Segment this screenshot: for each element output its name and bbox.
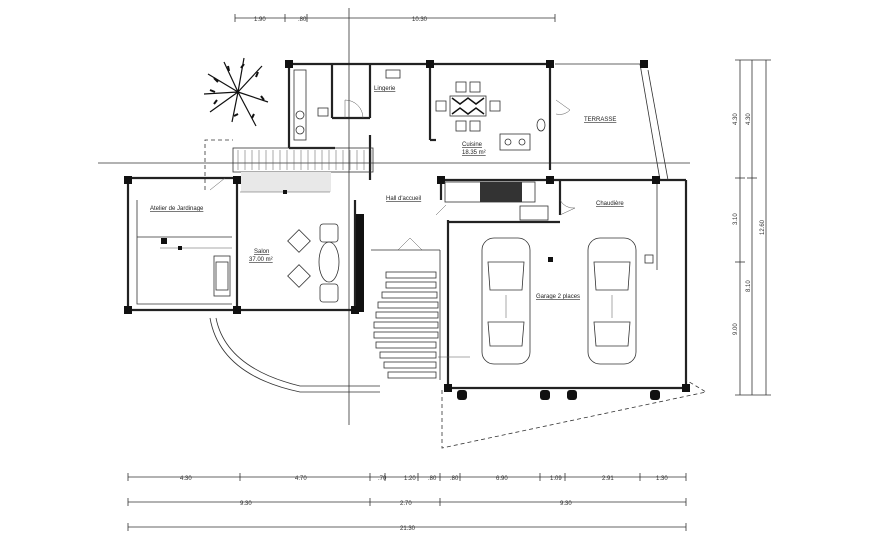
right-dim-inner-mid: 3.10: [733, 213, 739, 225]
top-dimension-line: 1.90 .80 10.30: [234, 14, 556, 23]
bottom-dim-r1-1: 4.30: [180, 476, 192, 482]
kitchen-counter-icon: [444, 181, 549, 221]
front-steps: [373, 271, 439, 379]
dining-table-icon: [435, 81, 501, 132]
car-left-icon: [481, 237, 531, 365]
bottom-dim-r3-1: 21.30: [400, 526, 416, 532]
top-dim-2: .80: [298, 17, 307, 23]
right-dimension-lines: 4.30 3.10 9.00 4.30 8.10 12.60: [733, 59, 771, 396]
driveway-outline: [441, 379, 708, 449]
garage-door-posts: [457, 390, 660, 400]
salon-furniture-icon: [161, 223, 340, 303]
bottom-dim-r1-3: .70: [378, 476, 387, 482]
bottom-dim-r1-2: 4.70: [295, 476, 307, 482]
right-dim-total: 12.60: [760, 219, 766, 235]
bottom-dim-r1-9: 2.91: [602, 476, 614, 482]
top-dim-3: 10.30: [412, 17, 428, 23]
bottom-dim-r2-3: 9.30: [560, 501, 572, 507]
room-label-garage: Garage 2 places: [536, 294, 580, 300]
bottom-dim-r1-6: .80: [450, 476, 459, 482]
room-label-lingerie: Lingerie: [374, 86, 396, 92]
bottom-dim-r1-8: 1.09: [550, 476, 562, 482]
structural-columns: [124, 60, 690, 392]
top-dim-1: 1.90: [254, 17, 266, 23]
room-label-terrasse: TERRASSE: [584, 117, 616, 123]
bottom-dimension-lines: 4.30 4.70 .70 1.20 .80 .80 6.90 1.09 2.9…: [127, 473, 687, 532]
room-label-hall: Hall d'accueil: [386, 196, 421, 202]
room-area-cuisine: 18.35 m²: [462, 150, 486, 156]
curved-walkway: [209, 317, 380, 393]
bottom-dim-r1-7: 6.90: [496, 476, 508, 482]
room-area-salon: 37.00 m²: [249, 257, 273, 263]
bottom-dim-r2-2: 2.70: [400, 501, 412, 507]
right-dim-inner-top: 4.30: [733, 113, 739, 125]
car-right-icon: [587, 237, 637, 365]
room-label-salon: Salon: [254, 249, 269, 255]
door-swings: [209, 99, 576, 380]
right-dim-inner-bot: 9.00: [733, 323, 739, 335]
bottom-dim-r1-5: .80: [428, 476, 437, 482]
laundry-fixtures-icon: [293, 69, 401, 141]
room-label-cuisine: Cuisine: [462, 142, 483, 148]
room-label-chaudiere: Chaudière: [596, 201, 624, 207]
right-dim-outer-top: 4.30: [746, 113, 752, 125]
bottom-dim-r1-10: 1.30: [656, 476, 668, 482]
palm-tree-icon: [203, 57, 269, 127]
entry-stairs: [204, 139, 374, 192]
house-walls: [126, 62, 688, 390]
bottom-dim-r1-4: 1.20: [404, 476, 416, 482]
right-dim-outer-bot: 8.10: [746, 280, 752, 292]
salon-dimension-marks: [160, 190, 654, 358]
room-label-atelier: Atelier de Jardinage: [150, 206, 204, 212]
bottom-dim-r2-1: 9.30: [240, 501, 252, 507]
kitchen-sink-icon: [499, 118, 546, 151]
